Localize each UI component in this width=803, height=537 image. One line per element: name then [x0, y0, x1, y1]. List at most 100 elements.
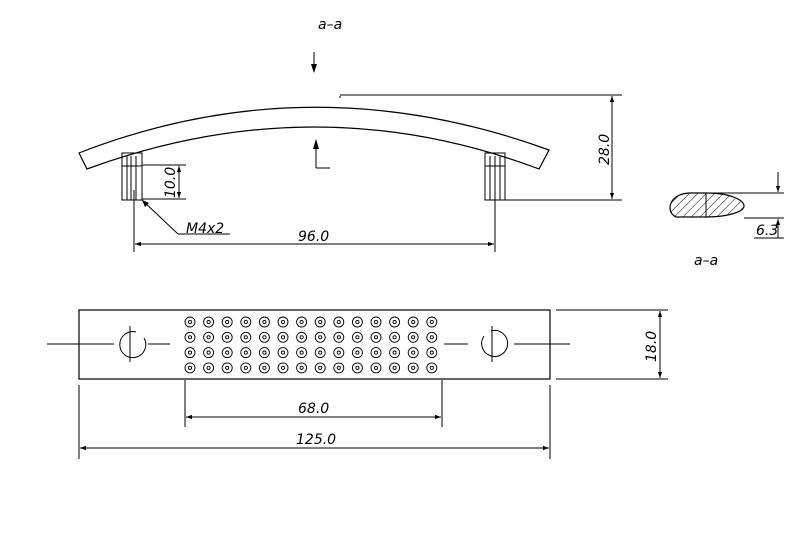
top-view: 18.0 68.0 125.0 — [47, 309, 668, 459]
dot-center — [411, 365, 416, 370]
dot-ring — [184, 331, 196, 343]
dot-ring — [407, 331, 419, 343]
section-arrow-bottom — [313, 139, 330, 169]
dot-ring — [426, 316, 438, 328]
dot-center — [429, 365, 434, 370]
post-left — [121, 152, 143, 201]
dot-center — [225, 335, 230, 340]
dot-ring — [333, 347, 345, 359]
dot-center — [280, 335, 286, 340]
dot-center — [206, 335, 211, 340]
section-arrow-top — [311, 52, 317, 73]
dot-center — [243, 350, 248, 355]
dot-ring — [370, 347, 382, 359]
dimension-post-height: 10.0 — [142, 164, 186, 200]
dot-center — [336, 319, 341, 325]
dot-ring — [389, 362, 401, 374]
dot-center — [429, 319, 434, 325]
dot-center — [355, 319, 360, 325]
dot-center — [262, 365, 267, 370]
dot-ring — [203, 331, 215, 343]
dot-center — [206, 350, 211, 355]
hole-spacing-label: 96.0 — [298, 229, 329, 245]
dot-center — [187, 365, 193, 370]
dot-ring — [333, 316, 345, 328]
dot-center — [373, 335, 379, 340]
dot-center — [225, 350, 230, 355]
dot-center — [243, 335, 248, 340]
dot-ring — [351, 347, 363, 359]
dot-ring — [221, 316, 233, 328]
section-label-bottom: a–a — [694, 253, 718, 269]
dot-ring — [296, 316, 308, 328]
dot-ring — [277, 347, 289, 359]
dot-center — [225, 319, 230, 325]
dot-ring — [277, 316, 289, 328]
dot-center — [429, 350, 434, 355]
section-view: 6.3 a–a — [669, 172, 784, 269]
dot-center — [355, 335, 360, 340]
dot-center — [262, 350, 267, 355]
dot-center — [318, 335, 323, 340]
dot-ring — [407, 362, 419, 374]
dot-center — [336, 350, 341, 355]
dot-ring — [296, 362, 308, 374]
dot-ring — [333, 331, 345, 343]
dot-ring — [184, 362, 196, 374]
dot-ring — [407, 316, 419, 328]
dimension-hole-spacing: 96.0 — [133, 190, 496, 252]
dot-center — [373, 319, 379, 325]
dot-ring — [333, 362, 345, 374]
dot-center — [187, 319, 193, 325]
dot-ring — [370, 331, 382, 343]
dot-center — [280, 365, 286, 370]
dot-center — [225, 365, 230, 370]
dot-ring — [221, 331, 233, 343]
pattern-length-label: 68.0 — [298, 401, 329, 417]
dot-ring — [351, 362, 363, 374]
post-height-label: 10.0 — [163, 167, 179, 198]
dot-center — [318, 350, 323, 355]
dot-center — [206, 319, 211, 325]
dot-ring — [296, 347, 308, 359]
dot-ring — [240, 347, 252, 359]
dot-center — [206, 365, 211, 370]
dimension-section-thickness: 6.3 — [706, 172, 784, 239]
dot-ring — [240, 362, 252, 374]
dot-center — [411, 319, 416, 325]
dot-ring — [258, 331, 270, 343]
dot-center — [429, 335, 434, 340]
thread-leader: M4x2 — [141, 199, 230, 237]
mounting-hole-left — [119, 326, 147, 362]
dot-center — [355, 365, 360, 370]
dot-ring — [370, 362, 382, 374]
mounting-hole-right — [481, 326, 509, 362]
section-label-top: a–a — [318, 17, 342, 33]
dot-center — [336, 335, 341, 340]
dot-center — [243, 365, 248, 370]
dot-center — [262, 319, 267, 325]
dot-center — [243, 319, 248, 325]
dot-center — [299, 350, 304, 355]
dot-center — [392, 335, 397, 340]
dot-ring — [314, 331, 326, 343]
thread-label: M4x2 — [186, 221, 224, 237]
dimension-width: 18.0 — [556, 309, 668, 380]
dot-ring — [314, 362, 326, 374]
dot-center — [187, 335, 193, 340]
dot-ring — [314, 316, 326, 328]
dot-center — [411, 335, 416, 340]
dot-ring — [426, 331, 438, 343]
dot-ring — [426, 347, 438, 359]
dot-center — [262, 335, 267, 340]
dot-ring — [351, 316, 363, 328]
height-label: 28.0 — [597, 134, 613, 165]
dot-ring — [370, 316, 382, 328]
dot-ring — [314, 347, 326, 359]
dot-ring — [221, 347, 233, 359]
dot-center — [280, 350, 286, 355]
dot-ring — [240, 331, 252, 343]
dot-ring — [389, 316, 401, 328]
dot-center — [373, 365, 379, 370]
section-profile — [669, 192, 745, 218]
